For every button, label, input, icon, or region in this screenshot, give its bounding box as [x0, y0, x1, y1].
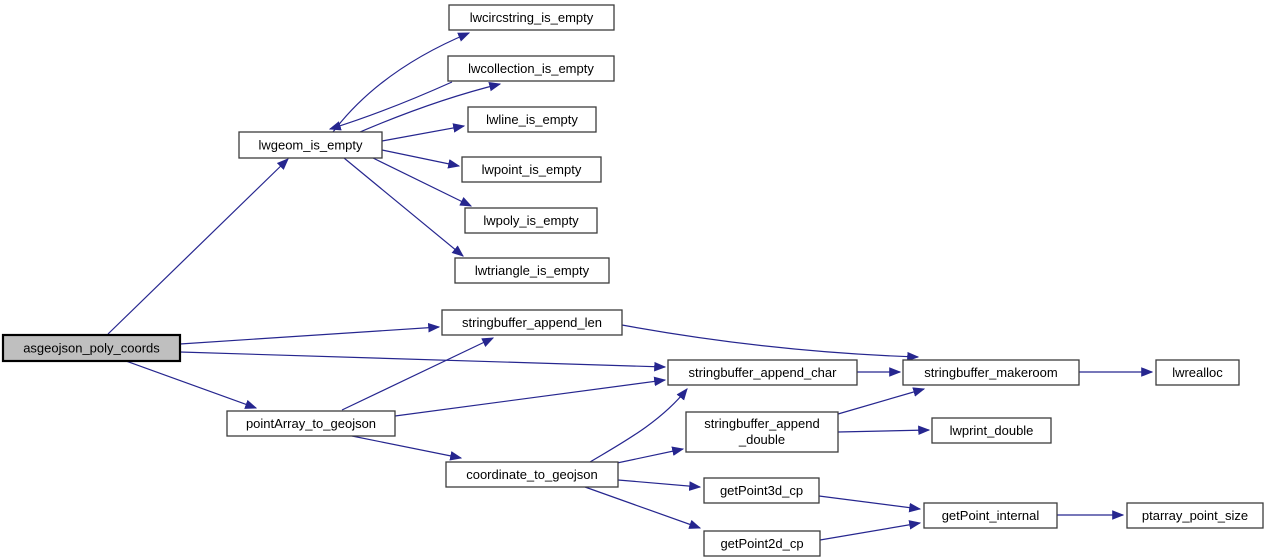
- edge-coordinate_to_geojson-to-getPoint2d_cp: [584, 486, 702, 529]
- node-lwcollection_is_empty[interactable]: lwcollection_is_empty: [447, 55, 615, 82]
- node-lwcircstring_is_empty[interactable]: lwcircstring_is_empty: [448, 4, 615, 31]
- node-stringbuffer_append_double[interactable]: stringbuffer_append_double: [685, 411, 839, 453]
- node-box[interactable]: [461, 156, 602, 183]
- edge-lwcollection_is_empty-to-lwgeom_is_empty: [328, 81, 453, 131]
- node-label: lwcollection_is_empty: [468, 61, 594, 76]
- node-label: lwpoint_is_empty: [482, 162, 582, 177]
- node-box[interactable]: [685, 411, 839, 453]
- node-label: getPoint3d_cp: [720, 483, 803, 498]
- node-coordinate_to_geojson[interactable]: coordinate_to_geojson: [445, 461, 619, 488]
- node-stringbuffer_makeroom[interactable]: stringbuffer_makeroom: [902, 359, 1080, 386]
- edge-asgeojson_poly_coords-to-stringbuffer_append_len: [179, 322, 441, 345]
- node-box: [1, 333, 182, 363]
- node-box[interactable]: [238, 131, 383, 159]
- edge-asgeojson_poly_coords-to-pointArray_to_geojson: [125, 360, 258, 409]
- node-lwline_is_empty[interactable]: lwline_is_empty: [467, 106, 597, 133]
- node-box[interactable]: [464, 207, 598, 234]
- edge-getPoint2d_cp-to-getPoint_internal: [819, 520, 922, 541]
- node-box[interactable]: [703, 530, 821, 557]
- node-label: lwcircstring_is_empty: [470, 10, 594, 25]
- edge-pointArray_to_geojson-to-stringbuffer_append_char: [394, 376, 667, 417]
- edge-getPoint3d_cp-to-getPoint_internal: [818, 495, 922, 513]
- node-box[interactable]: [931, 417, 1052, 444]
- node-box[interactable]: [902, 359, 1080, 386]
- node-label: ptarray_point_size: [1142, 508, 1248, 523]
- node-lwgeom_is_empty[interactable]: lwgeom_is_empty: [238, 131, 383, 159]
- node-lwrealloc[interactable]: lwrealloc: [1155, 359, 1240, 386]
- node-pointArray_to_geojson[interactable]: pointArray_to_geojson: [226, 410, 396, 437]
- node-box[interactable]: [448, 4, 615, 31]
- node-box[interactable]: [923, 502, 1058, 529]
- edge-stringbuffer_append_double-to-stringbuffer_makeroom: [837, 387, 926, 415]
- node-box[interactable]: [467, 106, 597, 133]
- node-lwprint_double[interactable]: lwprint_double: [931, 417, 1052, 444]
- node-box[interactable]: [1155, 359, 1240, 386]
- node-label: getPoint_internal: [942, 508, 1040, 523]
- node-lwtriangle_is_empty[interactable]: lwtriangle_is_empty: [454, 257, 610, 284]
- node-label: lwprint_double: [950, 423, 1034, 438]
- edge-lwgeom_is_empty-to-lwpoly_is_empty: [372, 157, 473, 207]
- node-ptarray_point_size[interactable]: ptarray_point_size: [1126, 502, 1264, 529]
- node-label: lwgeom_is_empty: [258, 138, 363, 153]
- edge-lwgeom_is_empty-to-lwcollection_is_empty: [359, 81, 502, 133]
- node-getPoint3d_cp[interactable]: getPoint3d_cp: [703, 477, 820, 504]
- node-label: stringbuffer_append_char: [689, 365, 838, 380]
- node-label: stringbuffer_makeroom: [924, 365, 1057, 380]
- node-label: lwline_is_empty: [486, 112, 578, 127]
- node-getPoint_internal[interactable]: getPoint_internal: [923, 502, 1058, 529]
- node-box[interactable]: [454, 257, 610, 284]
- node-stringbuffer_append_len[interactable]: stringbuffer_append_len: [441, 309, 623, 336]
- node-box[interactable]: [226, 410, 396, 437]
- node-label-line1: stringbuffer_append: [704, 416, 819, 431]
- node-label: coordinate_to_geojson: [466, 467, 598, 482]
- edge-coordinate_to_geojson-to-stringbuffer_append_char: [589, 388, 688, 463]
- node-asgeojson_poly_coords: asgeojson_poly_coords: [1, 333, 182, 363]
- node-label-line2: _double: [738, 432, 785, 447]
- node-label: getPoint2d_cp: [720, 536, 803, 551]
- edge-stringbuffer_append_len-to-stringbuffer_makeroom: [621, 324, 920, 362]
- node-lwpoly_is_empty[interactable]: lwpoly_is_empty: [464, 207, 598, 234]
- node-label: lwrealloc: [1172, 365, 1223, 380]
- node-box[interactable]: [441, 309, 623, 336]
- edge-lwgeom_is_empty-to-lwcircstring_is_empty: [332, 32, 471, 133]
- node-label: stringbuffer_append_double: [704, 416, 819, 447]
- node-stringbuffer_append_char[interactable]: stringbuffer_append_char: [667, 359, 858, 386]
- edge-asgeojson_poly_coords-to-stringbuffer_append_char: [179, 351, 667, 372]
- node-label: stringbuffer_append_len: [462, 315, 602, 330]
- edge-asgeojson_poly_coords-to-lwgeom_is_empty: [107, 158, 289, 335]
- node-box[interactable]: [447, 55, 615, 82]
- edge-coordinate_to_geojson-to-stringbuffer_append_double: [616, 446, 685, 464]
- node-box[interactable]: [1126, 502, 1264, 529]
- node-box[interactable]: [703, 477, 820, 504]
- node-box[interactable]: [445, 461, 619, 488]
- edge-coordinate_to_geojson-to-getPoint3d_cp: [617, 479, 702, 491]
- node-label: asgeojson_poly_coords: [23, 341, 160, 356]
- edge-lwgeom_is_empty-to-lwline_is_empty: [381, 123, 466, 142]
- edge-pointArray_to_geojson-to-stringbuffer_append_len: [341, 337, 495, 411]
- node-label: pointArray_to_geojson: [246, 416, 376, 431]
- edge-lwgeom_is_empty-to-lwtriangle_is_empty: [343, 157, 464, 257]
- node-label: lwtriangle_is_empty: [475, 263, 590, 278]
- node-box[interactable]: [667, 359, 858, 386]
- edge-pointArray_to_geojson-to-coordinate_to_geojson: [351, 435, 463, 461]
- node-getPoint2d_cp[interactable]: getPoint2d_cp: [703, 530, 821, 557]
- edge-lwgeom_is_empty-to-lwpoint_is_empty: [381, 149, 461, 169]
- edge-stringbuffer_append_double-to-lwprint_double: [837, 425, 931, 436]
- node-lwpoint_is_empty[interactable]: lwpoint_is_empty: [461, 156, 602, 183]
- node-label: lwpoly_is_empty: [483, 213, 579, 228]
